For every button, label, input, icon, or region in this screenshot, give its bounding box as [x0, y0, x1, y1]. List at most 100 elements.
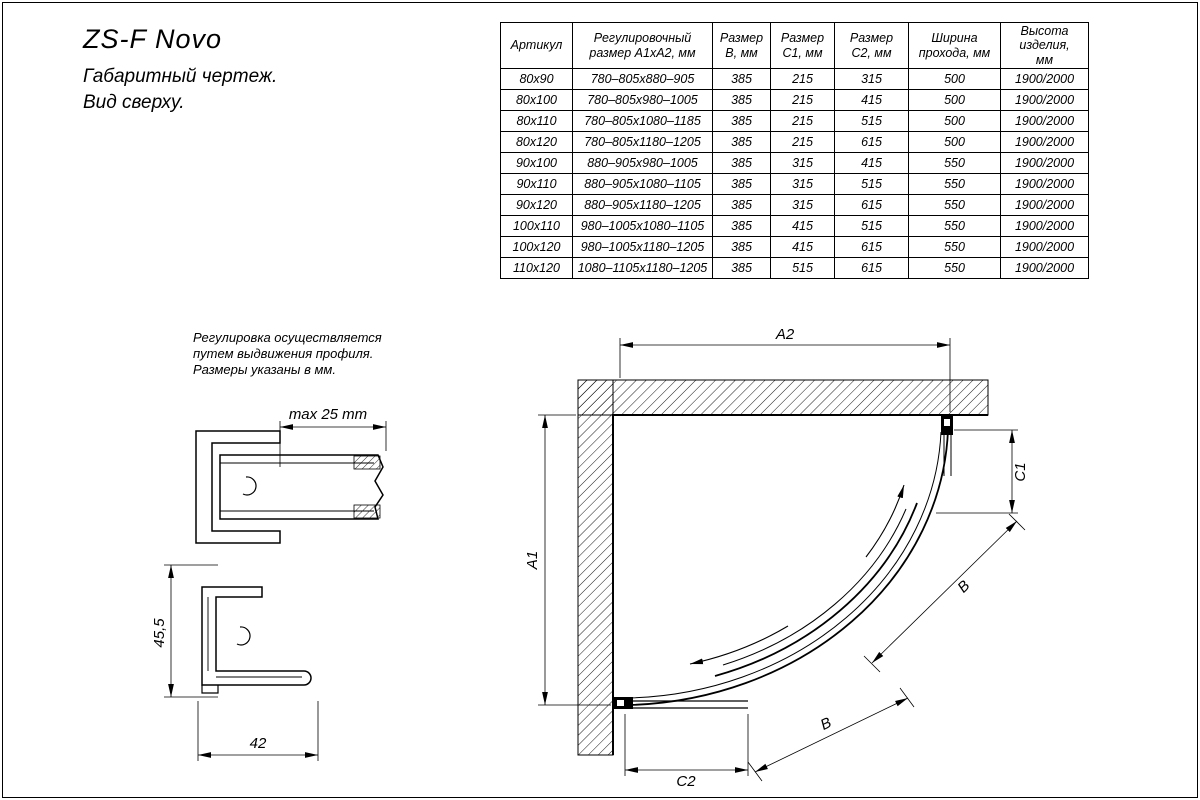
cell: 1900/2000: [1000, 257, 1089, 279]
cell: 515: [834, 110, 909, 132]
column-header: Регулировочный размер A1xA2, мм: [572, 22, 713, 69]
cell: 780–805x1080–1185: [572, 110, 713, 132]
cell: 980–1005x1180–1205: [572, 236, 713, 258]
cell: 550: [908, 257, 1001, 279]
cell: 515: [834, 173, 909, 195]
profile-section-top: [195, 430, 384, 544]
spec-table: Артикул Регулировочный размер A1xA2, мм …: [500, 22, 1089, 279]
cell: 615: [834, 236, 909, 258]
cell: 780–805x880–905: [572, 68, 713, 90]
cell: 550: [908, 215, 1001, 237]
dim-label-c2: C2: [676, 773, 696, 790]
cell: 90x120: [500, 194, 573, 216]
cell: 1900/2000: [1000, 89, 1089, 111]
cell: 615: [834, 257, 909, 279]
cell: 1900/2000: [1000, 110, 1089, 132]
cell: 1900/2000: [1000, 215, 1089, 237]
cell: 385: [712, 68, 771, 90]
wall-profiles: [613, 415, 953, 709]
cell: 550: [908, 152, 1001, 174]
cell: 1900/2000: [1000, 152, 1089, 174]
cell: 385: [712, 257, 771, 279]
column-header: Высота изделия, мм: [1000, 22, 1089, 69]
note-line: Размеры указаны в мм.: [193, 362, 336, 377]
cell: 500: [908, 110, 1001, 132]
cell: 980–1005x1080–1105: [572, 215, 713, 237]
cell: 1900/2000: [1000, 236, 1089, 258]
dim-label-42: 42: [250, 735, 267, 752]
note-line: Регулировка осуществляется: [193, 330, 382, 345]
column-header: Размер C2, мм: [834, 22, 909, 69]
cell: 315: [770, 173, 835, 195]
cell: 880–905x1180–1205: [572, 194, 713, 216]
note-line: путем выдвижения профиля.: [193, 346, 374, 361]
cell: 385: [712, 110, 771, 132]
cell: 90x100: [500, 152, 573, 174]
cell: 80x100: [500, 89, 573, 111]
cell: 315: [834, 68, 909, 90]
cell: 215: [770, 68, 835, 90]
cell: 1900/2000: [1000, 194, 1089, 216]
cell: 90x110: [500, 173, 573, 195]
cell: 515: [834, 215, 909, 237]
cell: 385: [712, 89, 771, 111]
cell: 215: [770, 89, 835, 111]
profile-sections-drawing: max 25 mm 45,5 42: [151, 406, 387, 761]
cell: 615: [834, 131, 909, 153]
dim-label-455: 45,5: [151, 618, 168, 648]
cell: 100x120: [500, 236, 573, 258]
header-row: Артикул Регулировочный размер A1xA2, мм …: [500, 22, 1089, 69]
drawing-subtitle-2: Вид сверху.: [83, 92, 185, 113]
cell: 500: [908, 131, 1001, 153]
dim-label-b-upper: B: [954, 577, 973, 596]
cell: 550: [908, 236, 1001, 258]
cell: 80x120: [500, 131, 573, 153]
dim-label-max25: max 25 mm: [289, 406, 367, 423]
cell: 215: [770, 131, 835, 153]
cell: 100x110: [500, 215, 573, 237]
cell: 385: [712, 152, 771, 174]
curved-glass-panels: [628, 429, 952, 709]
drawing-subtitle-1: Габаритный чертеж.: [83, 66, 278, 87]
cell: 515: [770, 257, 835, 279]
cell: 415: [770, 236, 835, 258]
table-header: Артикул Регулировочный размер A1xA2, мм …: [500, 22, 1089, 69]
column-header: Размер B, мм: [712, 22, 771, 69]
dim-label-a1: A1: [524, 551, 541, 570]
profile-dimension-lines: [164, 421, 387, 761]
cell: 315: [770, 194, 835, 216]
adjustment-note: Регулировка осуществляется путем выдвиже…: [193, 330, 382, 378]
cell: 385: [712, 173, 771, 195]
top-view-drawing: A2 A1 C1 C2 B B: [524, 326, 1029, 790]
cell: 880–905x980–1005: [572, 152, 713, 174]
cell: 1080–1105x1180–1205: [572, 257, 713, 279]
cell: 1900/2000: [1000, 173, 1089, 195]
cell: 110x120: [500, 257, 573, 279]
cell: 500: [908, 89, 1001, 111]
dim-label-c1: C1: [1012, 462, 1029, 481]
cell: 80x90: [500, 68, 573, 90]
cell: 415: [770, 215, 835, 237]
wall-hatching: [577, 379, 989, 756]
cell: 500: [908, 68, 1001, 90]
column-header: Размер C1, мм: [770, 22, 835, 69]
cell: 1900/2000: [1000, 131, 1089, 153]
cell: 550: [908, 194, 1001, 216]
cell: 1900/2000: [1000, 68, 1089, 90]
cell: 415: [834, 152, 909, 174]
column-header: Артикул: [500, 22, 573, 69]
dim-label-b-lower: B: [818, 714, 834, 734]
cell: 80x110: [500, 110, 573, 132]
dim-label-a2: A2: [775, 326, 795, 343]
profile-section-bottom: [201, 586, 312, 694]
cell: 780–805x1180–1205: [572, 131, 713, 153]
dimension-lines: [538, 338, 1026, 782]
